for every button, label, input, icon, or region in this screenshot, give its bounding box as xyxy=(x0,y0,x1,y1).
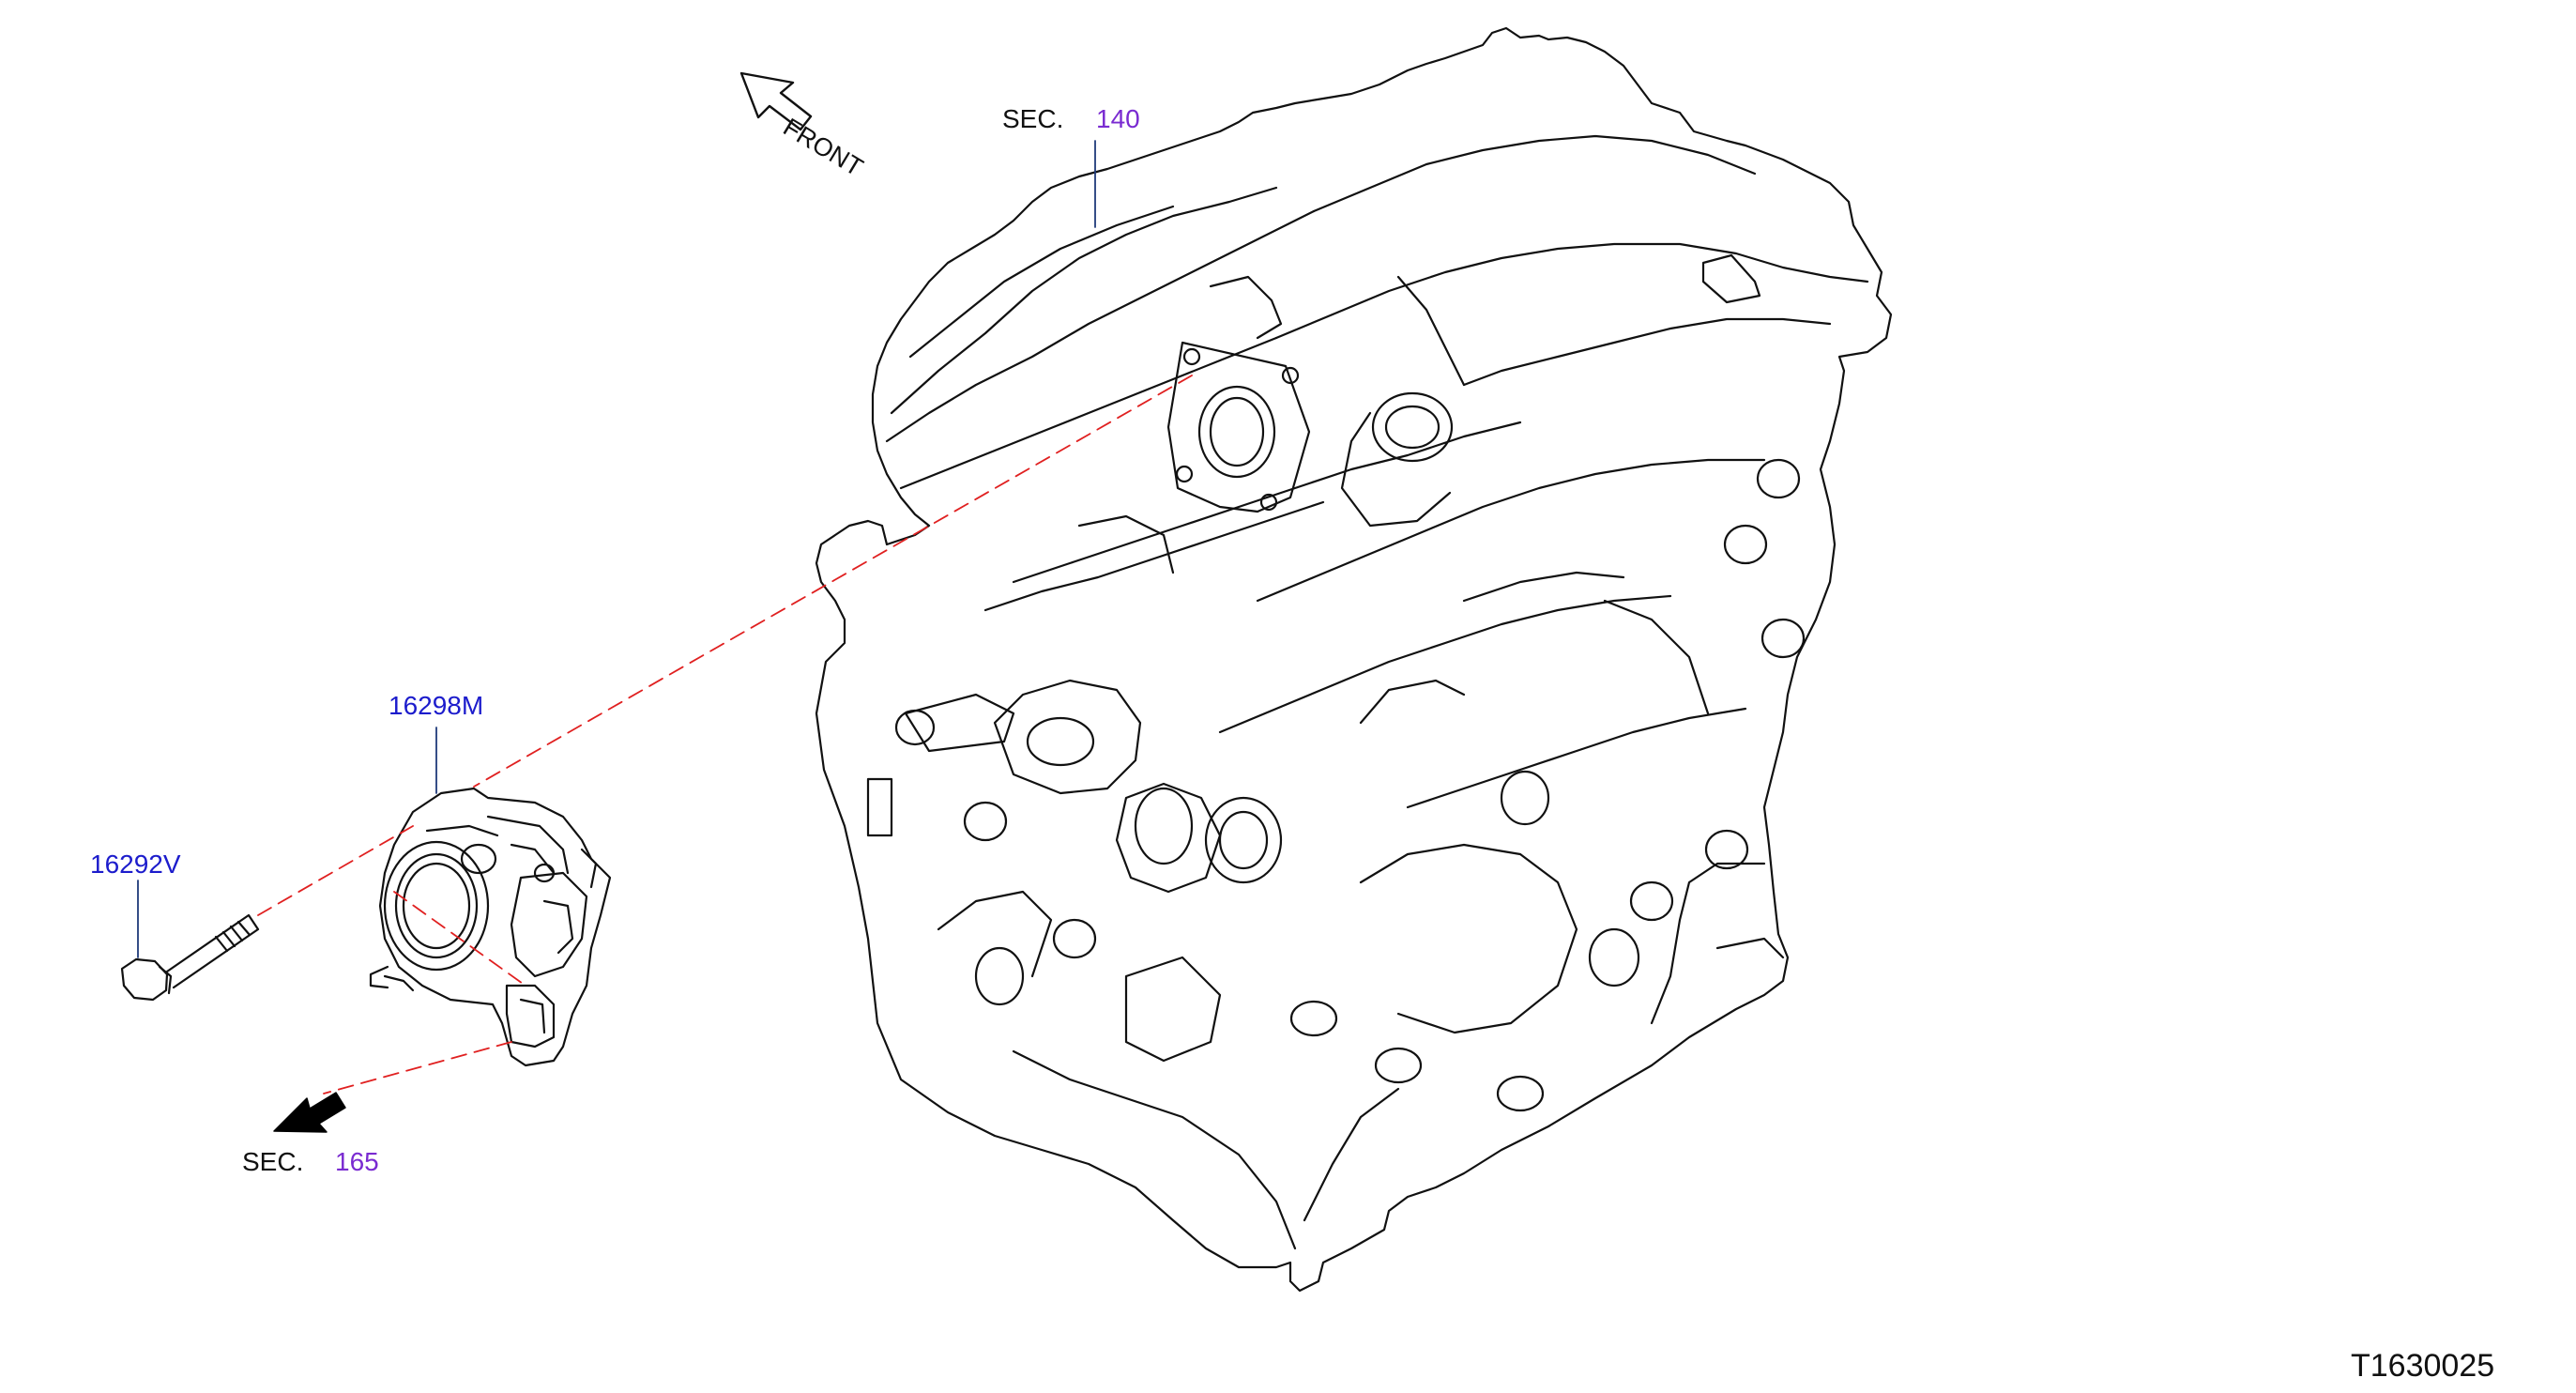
engine-block-drawing xyxy=(815,26,1893,1293)
section-ref-140-link[interactable]: 140 xyxy=(1096,104,1140,133)
diagram-code: T1630025 xyxy=(2351,1348,2495,1384)
part-number-16292V-link[interactable]: 16292V xyxy=(90,850,181,879)
front-direction-arrow xyxy=(739,71,813,131)
section-ref-165-prefix: SEC. xyxy=(242,1147,304,1176)
throttle-body-drawing xyxy=(369,787,612,1067)
section-ref-140-prefix: SEC. xyxy=(1002,104,1064,133)
section-ref-165-link[interactable]: 165 xyxy=(335,1147,379,1176)
part-number-16298M-link[interactable]: 16298M xyxy=(389,691,484,720)
section-arrow-165 xyxy=(273,1092,346,1133)
callout-leader-lines xyxy=(137,140,1096,958)
bolt-drawing xyxy=(120,913,260,1002)
assembly-dashed-lines xyxy=(257,375,1193,1094)
